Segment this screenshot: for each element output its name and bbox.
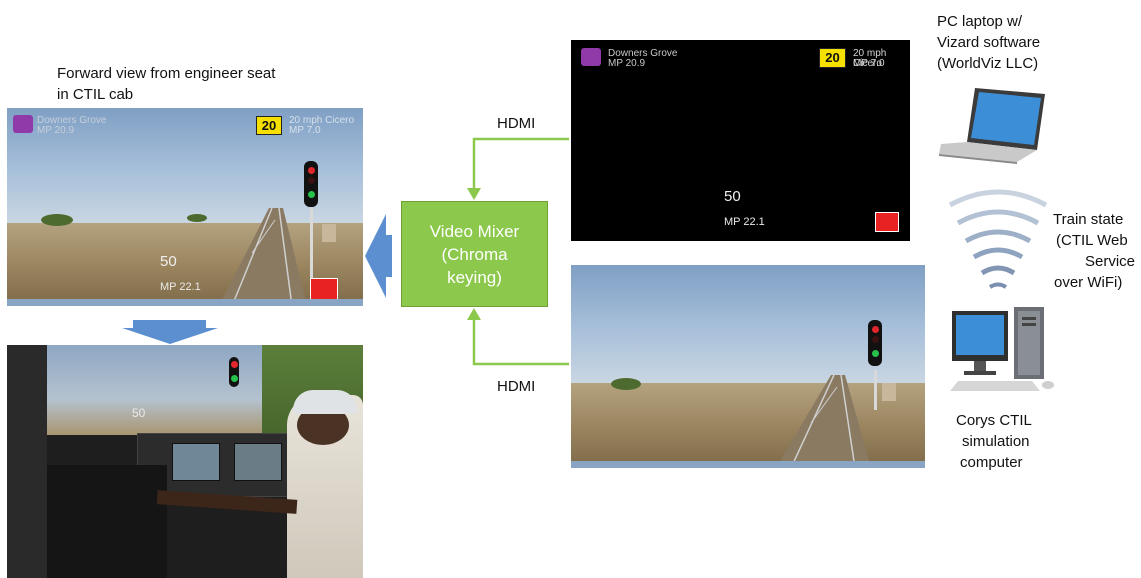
forward-view-screenshot: Downers Grove MP 20.9 20 20 mph Cicero M… [7,108,363,306]
hdmi-top-label: HDMI [497,115,536,132]
hdmi-bottom-label: HDMI [497,378,536,395]
mixer-line2: (Chroma [441,244,508,264]
fv-station-right: 20 mph Cicero [289,115,355,126]
fv-station-left: Downers Grove [37,115,107,126]
train-state-line1: Train state [1053,211,1124,228]
train-state-line4: over WiFi) [1054,274,1123,291]
forward-view-label-line1: Forward view from engineer seat [57,65,276,82]
train-icon [13,115,33,133]
laptop-icon [939,88,1045,164]
ov-station-left: Downers Grove [608,48,678,59]
ov-speed: 50 [724,188,741,205]
ov-station-right: 20 mph Cicero [853,48,887,69]
fv-mp-right: MP 7.0 [289,125,321,136]
train-state-line3: Service [1085,253,1136,270]
corys-label-line1: Corys CTIL [956,412,1032,429]
desktop-computer-icon [950,307,1054,391]
wifi-waves-icon [948,189,1048,289]
left-block-arrow [365,214,392,298]
train-state-line2: (CTIL Web [1056,232,1128,249]
pc-label-line2: Vizard software [937,34,1041,51]
pc-label-line1: PC laptop w/ [937,13,1023,30]
corys-label-line3: computer [960,454,1023,471]
mixer-line3: keying) [447,267,502,287]
overlay-train-icon [581,48,601,66]
ov-mp-left: MP 20.9 [608,58,646,69]
track-drawing [41,207,307,306]
hdmi-top-connector [472,137,569,190]
forward-view-label-line2: in CTIL cab [57,86,134,103]
cab-photo: 50 [7,345,363,578]
ov-milepost: MP 22.1 [724,216,765,228]
hdmi-bottom-connector [472,318,569,366]
fv-milepost: MP 22.1 [160,281,201,293]
pc-label-line3: (WorldViz LLC) [937,55,1039,72]
down-block-arrow [122,320,218,344]
overlay-radio-icon [875,212,899,232]
ov-mp-right: MP 7.0 [853,58,885,69]
ov-speed-limit: 20 [819,48,846,68]
fv-mp-left: MP 20.9 [37,125,75,136]
corys-label-line2: simulation [962,433,1030,450]
fv-speed: 50 [160,253,177,270]
cab-speed: 50 [132,406,146,420]
background-scene-screen [571,265,925,468]
fv-speed-limit: 20 [256,116,282,135]
video-mixer-box: Video Mixer (Chroma keying) [401,201,548,307]
overlay-screen: Downers Grove MP 20.9 20 20 mph Cicero M… [571,40,910,241]
mixer-line1: Video Mixer [429,221,520,241]
